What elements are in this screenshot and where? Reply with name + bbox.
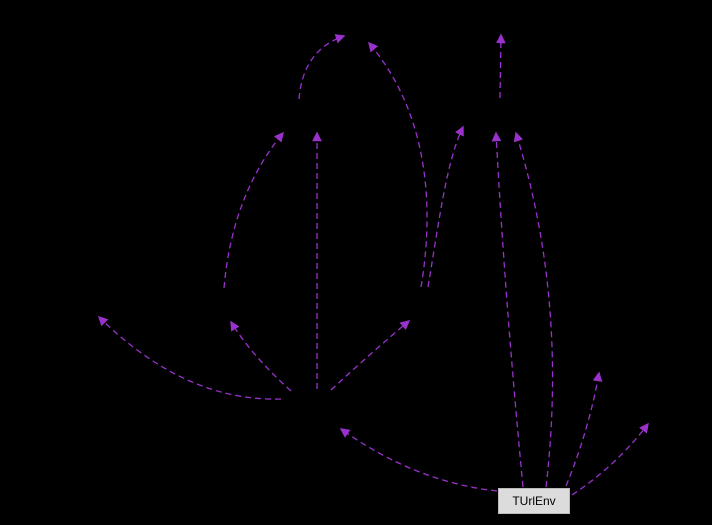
edge-rightmid-to-upperright	[427, 125, 464, 288]
edge-leftmid-to-uppermid	[223, 131, 284, 289]
edge-turlenv-to-env	[339, 428, 498, 492]
node-turlenv-label: TUrlEnv	[512, 494, 556, 508]
edge-turlenv-up-left-lane	[491, 131, 524, 488]
edge-rightmid-to-top	[368, 41, 428, 288]
edge-upperright-to-topright	[495, 33, 506, 99]
edge-env-to-leftmid	[230, 320, 292, 392]
edge-env-to-farleft	[97, 315, 282, 400]
edges-layer	[97, 33, 649, 496]
edge-uppermid-to-top	[298, 34, 346, 100]
node-turlenv: TUrlEnv	[498, 488, 570, 514]
edge-turlenv-to-right-upper	[565, 371, 603, 487]
edge-turlenv-to-right-lower	[571, 422, 649, 496]
edge-turlenv-up-right-bulge	[513, 131, 554, 488]
edge-env-to-rightmid	[330, 320, 411, 391]
